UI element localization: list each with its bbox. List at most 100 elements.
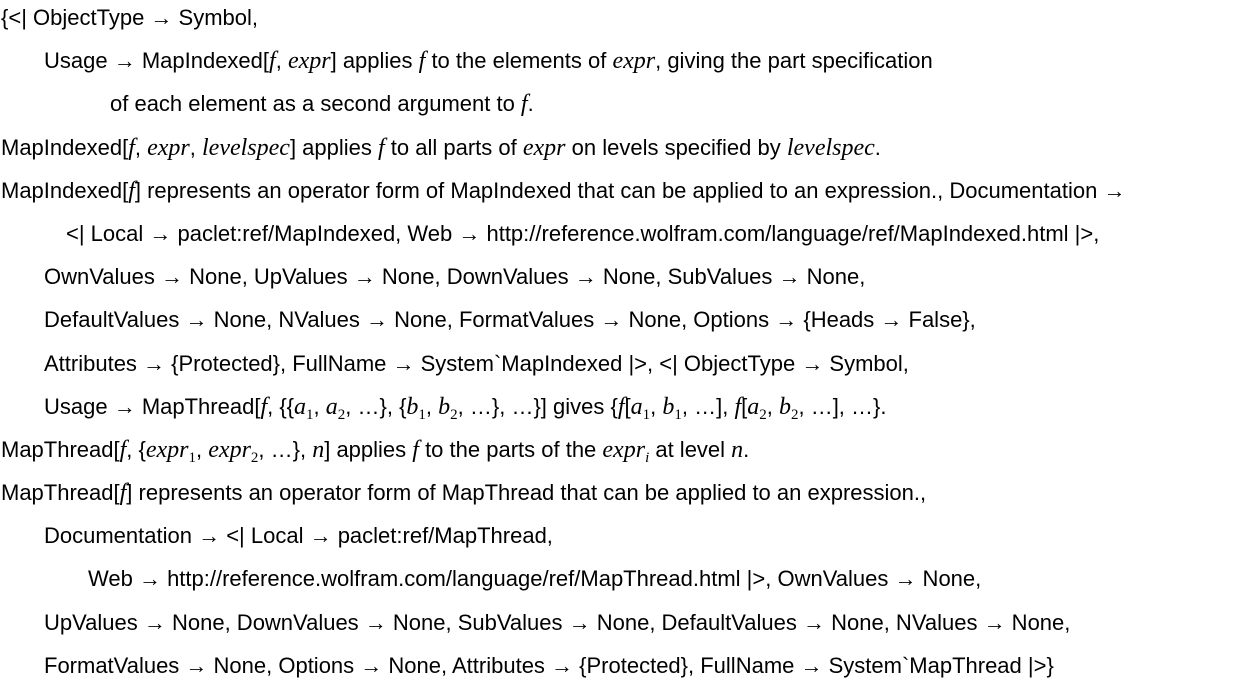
output-line: Attributes → {Protected}, FullName → Sys… — [0, 342, 1125, 385]
math-symbol: expr — [287, 48, 331, 75]
output-line: MapIndexed[f, expr, levelspec] applies f… — [0, 126, 1125, 169]
math-symbol: f — [119, 436, 127, 463]
text-segment: , — [766, 393, 779, 419]
math-symbol: levelspec — [786, 134, 875, 161]
math-symbol: f — [128, 134, 135, 161]
text-segment: , — [275, 48, 288, 74]
text-segment: ] applies — [289, 134, 378, 160]
notebook-output-cell[interactable]: {<| ObjectType → Symbol, Usage → MapIndex… — [0, 0, 1125, 687]
math-symbol: expr — [147, 134, 190, 161]
text-segment: Attributes → {Protected}, FullName → Sys… — [44, 350, 909, 376]
subscript: 2 — [450, 406, 458, 423]
text-segment: to the elements of — [425, 48, 613, 74]
subscript: 2 — [790, 406, 799, 423]
math-symbol: f — [128, 177, 135, 204]
output-line: Documentation → <| Local → paclet:ref/Ma… — [0, 514, 1125, 557]
math-symbol: f — [734, 393, 742, 420]
text-segment: ] represents an operator form of MapThre… — [126, 480, 927, 506]
text-segment: of each element as a second argument to — [110, 91, 521, 117]
math-symbol: a — [747, 393, 760, 420]
text-segment: MapIndexed[ — [1, 177, 129, 203]
text-segment: ] represents an operator form of MapInde… — [134, 177, 1126, 203]
math-symbol: f — [260, 393, 268, 420]
output-line: Usage → MapIndexed[f, expr] applies f to… — [0, 39, 1125, 82]
text-segment: , …}, …}] gives { — [457, 393, 618, 419]
math-symbol: a — [630, 393, 643, 420]
math-symbol: f — [378, 134, 385, 161]
output-line: of each element as a second argument to … — [0, 82, 1125, 125]
output-line: DefaultValues → None, NValues → None, Fo… — [0, 298, 1125, 341]
math-symbol: n — [731, 436, 744, 463]
math-symbol: f — [418, 48, 426, 75]
text-segment: , {{ — [267, 393, 295, 419]
text-segment: Documentation → <| Local → paclet:ref/Ma… — [44, 523, 553, 549]
subscript: 1 — [674, 406, 682, 423]
subscript: 2 — [250, 449, 259, 466]
output-line: <| Local → paclet:ref/MapIndexed, Web → … — [0, 212, 1125, 255]
text-segment: on levels specified by — [565, 134, 787, 160]
text-segment: [ — [624, 393, 631, 419]
math-symbol: a — [294, 393, 307, 420]
text-segment: , …}, { — [345, 393, 407, 419]
text-segment: , — [196, 436, 209, 462]
math-symbol: f — [119, 480, 127, 507]
text-segment: , …], …}. — [798, 393, 887, 419]
text-segment: to the parts of the — [418, 436, 603, 462]
output-line: Web → http://reference.wolfram.com/langu… — [0, 557, 1125, 600]
text-segment: {<| ObjectType → Symbol, — [1, 5, 258, 30]
text-segment: at level — [649, 436, 732, 462]
output-line: OwnValues → None, UpValues → None, DownV… — [0, 255, 1125, 298]
text-segment: , giving the part specification — [655, 48, 933, 74]
text-segment: to all parts of — [384, 134, 523, 160]
output-line: Usage → MapThread[f, {{a1, a2, …}, {b1, … — [0, 385, 1125, 428]
math-symbol: f — [412, 436, 419, 463]
text-segment: ] applies — [330, 48, 419, 74]
math-symbol: f — [269, 48, 276, 75]
text-segment: Usage → MapThread[ — [44, 393, 261, 419]
text-segment: FormatValues → None, Options → None, Att… — [44, 652, 1054, 678]
subscript: 1 — [188, 449, 197, 466]
text-segment: , — [313, 393, 326, 419]
math-symbol: expr — [602, 436, 646, 463]
math-symbol: f — [617, 393, 625, 420]
subscript: 1 — [418, 406, 426, 423]
text-segment: Usage → MapIndexed[ — [44, 48, 270, 74]
text-segment: MapIndexed[ — [1, 134, 129, 160]
text-segment: [ — [741, 393, 748, 419]
text-segment: , — [189, 134, 202, 160]
subscript: 1 — [306, 406, 314, 423]
text-segment: , — [425, 393, 439, 419]
math-symbol: b — [778, 393, 791, 420]
math-symbol: expr — [522, 134, 566, 161]
math-symbol: n — [312, 436, 325, 463]
subscript: 2 — [337, 406, 346, 423]
text-segment: UpValues → None, DownValues → None, SubV… — [44, 609, 1071, 635]
text-segment: Web → http://reference.wolfram.com/langu… — [88, 566, 982, 592]
text-segment: , — [134, 134, 148, 160]
math-symbol: a — [325, 393, 338, 420]
text-segment: , { — [126, 436, 146, 462]
output-line: MapThread[f, {expr1, expr2, …}, n] appli… — [0, 428, 1125, 471]
math-symbol: b — [662, 393, 675, 420]
math-symbol: expr — [145, 436, 189, 463]
subscript: 2 — [759, 406, 767, 423]
text-segment: . — [874, 134, 881, 160]
text-segment: . — [743, 436, 750, 462]
text-segment: MapThread[ — [1, 480, 120, 506]
output-line: MapThread[f] represents an operator form… — [0, 471, 1125, 514]
math-symbol: f — [520, 91, 528, 118]
text-segment: MapThread[ — [1, 436, 120, 462]
text-segment: ] applies — [324, 436, 413, 462]
subscript: 1 — [642, 406, 651, 423]
math-symbol: expr — [612, 48, 656, 75]
output-line: UpValues → None, DownValues → None, SubV… — [0, 601, 1125, 644]
text-segment: . — [527, 91, 534, 117]
text-segment: , — [650, 393, 663, 419]
math-symbol: expr — [208, 436, 251, 463]
output-line: FormatValues → None, Options → None, Att… — [0, 644, 1125, 687]
text-segment: DefaultValues → None, NValues → None, Fo… — [44, 307, 976, 333]
text-segment: <| Local → paclet:ref/MapIndexed, Web → … — [66, 220, 1100, 246]
output-line: MapIndexed[f] represents an operator for… — [0, 169, 1125, 212]
text-segment: , …}, — [258, 436, 313, 462]
math-symbol: b — [438, 393, 451, 420]
